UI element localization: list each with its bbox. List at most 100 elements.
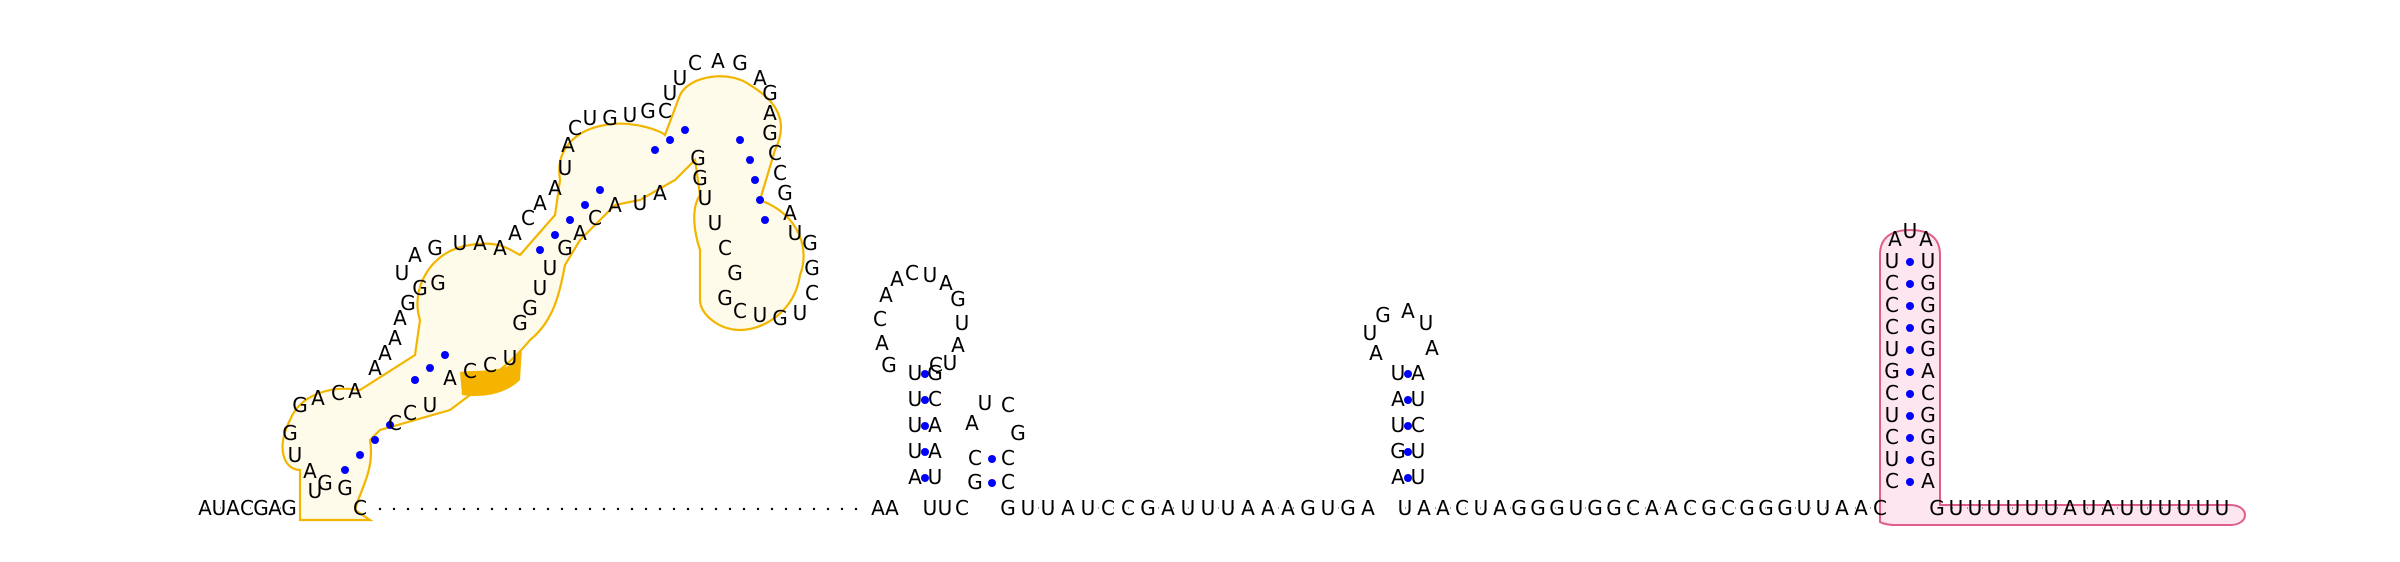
nucleotide: G <box>292 393 308 417</box>
nucleotide: G <box>1587 496 1603 520</box>
nucleotide: G <box>717 286 733 310</box>
nucleotide: C <box>733 299 747 323</box>
linker-dot <box>588 507 592 511</box>
nucleotide: U <box>212 496 227 520</box>
nucleotide: G <box>1920 447 1936 471</box>
nucleotide: C <box>1885 425 1899 449</box>
nucleotide: G <box>1340 496 1356 520</box>
nucleotide: U <box>663 81 678 105</box>
nucleotide: A <box>311 386 325 410</box>
nucleotide: A <box>533 191 547 215</box>
pair-dot <box>551 231 559 239</box>
nucleotide: U <box>633 191 648 215</box>
pair-dot <box>1404 422 1412 430</box>
nucleotide: U <box>955 311 970 335</box>
nucleotide: A <box>608 193 622 217</box>
nucleotide: U <box>938 496 953 520</box>
nucleotide: A <box>268 496 282 520</box>
nucleotide: U <box>1363 321 1378 345</box>
nucleotide: G <box>1010 421 1026 445</box>
nucleotide: A <box>1436 496 1450 520</box>
linker-dot <box>448 507 452 511</box>
nucleotide: G <box>400 291 416 315</box>
nucleotide: A <box>965 411 979 435</box>
nucleotide: G <box>317 471 333 495</box>
linker-dot <box>434 507 438 511</box>
nucleotide: C <box>955 496 969 520</box>
nucleotide: G <box>772 306 788 330</box>
nucleotide: C <box>929 353 943 377</box>
nucleotide: U <box>943 351 958 375</box>
nucleotide: U <box>2196 496 2211 520</box>
nucleotide: C <box>1001 446 1015 470</box>
nucleotide: G <box>762 121 778 145</box>
nucleotide: U <box>1885 447 1900 471</box>
linker-dot <box>490 507 494 511</box>
pair-dot <box>746 156 754 164</box>
nucleotide: U <box>923 496 938 520</box>
nucleotide: A <box>1854 496 1868 520</box>
nucleotide: G <box>1884 359 1900 383</box>
nucleotide: G <box>1758 496 1774 520</box>
nucleotide: A <box>653 181 667 205</box>
nucleotide: U <box>1411 387 1426 411</box>
pair-dot <box>596 186 604 194</box>
pair-dot <box>411 376 419 384</box>
nucleotide: C <box>805 281 819 305</box>
nucleotide: A <box>2101 496 2115 520</box>
pair-dot <box>341 466 349 474</box>
nucleotide: U <box>1474 496 1489 520</box>
linker-dot <box>812 507 816 511</box>
nucleotide: U <box>2025 496 2040 520</box>
nucleotide: A <box>1919 227 1933 251</box>
linker-dot <box>784 507 788 511</box>
nucleotide: A <box>879 283 893 307</box>
linker-dot <box>392 507 396 511</box>
linker-dot <box>420 507 424 511</box>
pair-dot <box>921 370 929 378</box>
nucleotide: C <box>1626 496 1640 520</box>
nucleotide: U <box>1201 496 1216 520</box>
nucleotide: G <box>1549 496 1565 520</box>
linker-dot <box>798 507 802 511</box>
nucleotide: C <box>331 381 345 405</box>
nucleotide: A <box>890 267 904 291</box>
nucleotide: A <box>1061 496 1075 520</box>
linker-dot <box>630 507 634 511</box>
nucleotide: C <box>521 206 535 230</box>
nucleotide: A <box>1493 496 1507 520</box>
linker-dot <box>770 507 774 511</box>
pair-dot <box>426 364 434 372</box>
nucleotide: U <box>2044 496 2059 520</box>
nucleotide: U <box>1081 496 1096 520</box>
nucleotide: U <box>1987 496 2002 520</box>
nucleotide: G <box>777 181 793 205</box>
nucleotide: U <box>698 186 713 210</box>
nucleotide: C <box>768 141 782 165</box>
nucleotide: U <box>923 263 938 287</box>
nucleotide: G <box>762 81 778 105</box>
nucleotide: G <box>1000 496 1016 520</box>
nucleotide: U <box>1885 337 1900 361</box>
nucleotide: G <box>1920 271 1936 295</box>
nucleotide: G <box>927 361 943 385</box>
pair-dot <box>756 196 764 204</box>
nucleotide: U <box>423 393 438 417</box>
nucleotide: A <box>368 356 382 380</box>
nucleotide: U <box>1041 496 1056 520</box>
nucleotide: C <box>568 116 582 140</box>
nucleotide: U <box>1797 496 1812 520</box>
nucleotide: A <box>1391 465 1405 489</box>
nucleotide: C <box>968 446 982 470</box>
linker-dot <box>686 507 690 511</box>
nucleotide: G <box>1606 496 1622 520</box>
nucleotide: C <box>1885 469 1899 493</box>
pair-dot <box>1906 456 1914 464</box>
nucleotide: U <box>753 303 768 327</box>
nucleotide: U <box>1181 496 1196 520</box>
pair-dot <box>1404 370 1412 378</box>
nucleotide: A <box>408 243 422 267</box>
nucleotide: A <box>1888 227 1902 251</box>
nucleotide: G <box>430 271 446 295</box>
linker-dot <box>462 507 466 511</box>
